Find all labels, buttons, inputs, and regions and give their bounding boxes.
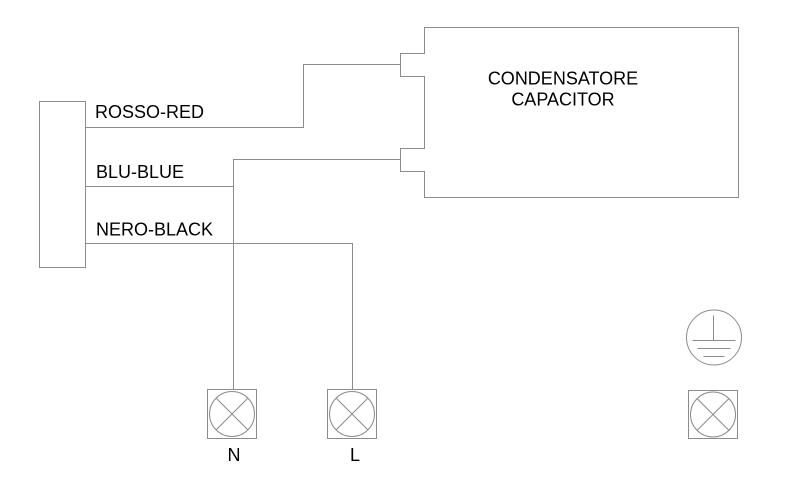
lamp-symbol-box — [688, 390, 738, 439]
connector-block — [39, 101, 86, 268]
rosso-red-wire — [85, 64, 400, 128]
wire-label-nero-black: NERO-BLACK — [96, 220, 213, 240]
capacitor-title-line1: CONDENSATORE — [488, 69, 638, 89]
crossed-circle-lamp-icon — [690, 391, 736, 438]
terminal-l-box — [327, 389, 377, 439]
diagram-linework — [39, 27, 739, 439]
capacitor-outline — [400, 27, 739, 198]
crossed-circle-lamp-icon — [209, 391, 255, 437]
blu-blue-feed-wire — [233, 159, 400, 390]
wire-label-blu-blue: BLU-BLUE — [96, 162, 184, 182]
terminal-l-circle — [329, 391, 375, 437]
terminal-n-label: N — [228, 445, 241, 465]
wire-label-rosso-red: ROSSO-RED — [95, 102, 204, 122]
lamp-cross-2 — [696, 398, 730, 431]
crossed-circle-lamp-icon — [329, 391, 375, 437]
diagram-symbols — [209, 309, 742, 438]
terminal-n-box — [207, 389, 257, 439]
terminal-l-cross-2 — [335, 397, 369, 431]
capacitor-title-line2: CAPACITOR — [511, 90, 614, 110]
earth-circle — [686, 309, 742, 366]
terminal-n-cross-2 — [215, 397, 249, 431]
nero-black-wire — [85, 243, 353, 390]
diagram-labels: ROSSO-RED BLU-BLUE NERO-BLACK CONDENSATO… — [95, 69, 638, 466]
terminal-l-label: L — [350, 445, 360, 465]
protective-earth-icon — [686, 309, 742, 366]
terminal-n-circle — [209, 391, 255, 437]
lamp-circle — [690, 391, 736, 438]
